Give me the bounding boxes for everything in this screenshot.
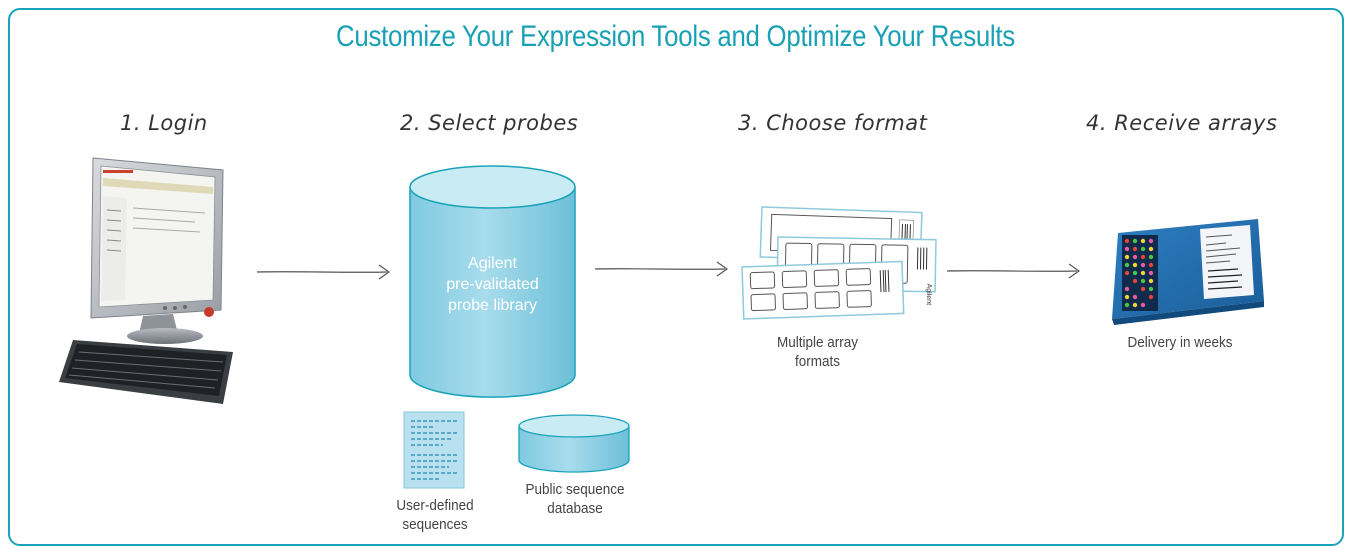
- probe-library-line-2: pre-validated: [446, 276, 539, 293]
- probe-library-label: Agilent pre-validated probe library: [420, 253, 565, 316]
- document-icon: [403, 411, 465, 489]
- database-icon: [518, 414, 630, 473]
- delivery-caption: Delivery in weeks: [1127, 334, 1233, 351]
- user-sequences-caption: User-defined sequences: [386, 496, 485, 534]
- array-formats-caption: Multiple array formats: [770, 333, 865, 371]
- computer-icon: [59, 157, 233, 404]
- step-3-label: 3. Choose format: [738, 111, 928, 135]
- array-formats-line-2: formats: [794, 353, 840, 370]
- arrow-3-icon: [946, 263, 1081, 279]
- arrow-2-icon: [594, 261, 729, 277]
- public-database-line-2: database: [547, 500, 603, 517]
- user-sequences-line-2: sequences: [402, 516, 468, 533]
- step-1-label: 1. Login: [120, 111, 208, 135]
- step-4-label: 4. Receive arrays: [1086, 111, 1278, 135]
- array-slides-icon: Agilent: [741, 206, 937, 320]
- array-formats-line-1: Multiple array: [776, 334, 859, 351]
- public-database-line-1: Public sequence: [525, 481, 625, 498]
- user-sequences-line-1: User-defined: [396, 497, 474, 514]
- arrow-1-icon: [256, 264, 391, 280]
- step-2-label: 2. Select probes: [400, 111, 579, 135]
- probe-library-line-3: probe library: [448, 297, 537, 314]
- public-database-caption: Public sequence database: [512, 480, 638, 518]
- diagram-title: Customize Your Expression Tools and Opti…: [336, 20, 1015, 53]
- probe-library-line-1: Agilent: [468, 255, 517, 272]
- array-package-icon: [1112, 219, 1264, 325]
- probe-library-cylinder-icon: [409, 165, 576, 398]
- slide-brand-label: Agilent: [925, 284, 932, 306]
